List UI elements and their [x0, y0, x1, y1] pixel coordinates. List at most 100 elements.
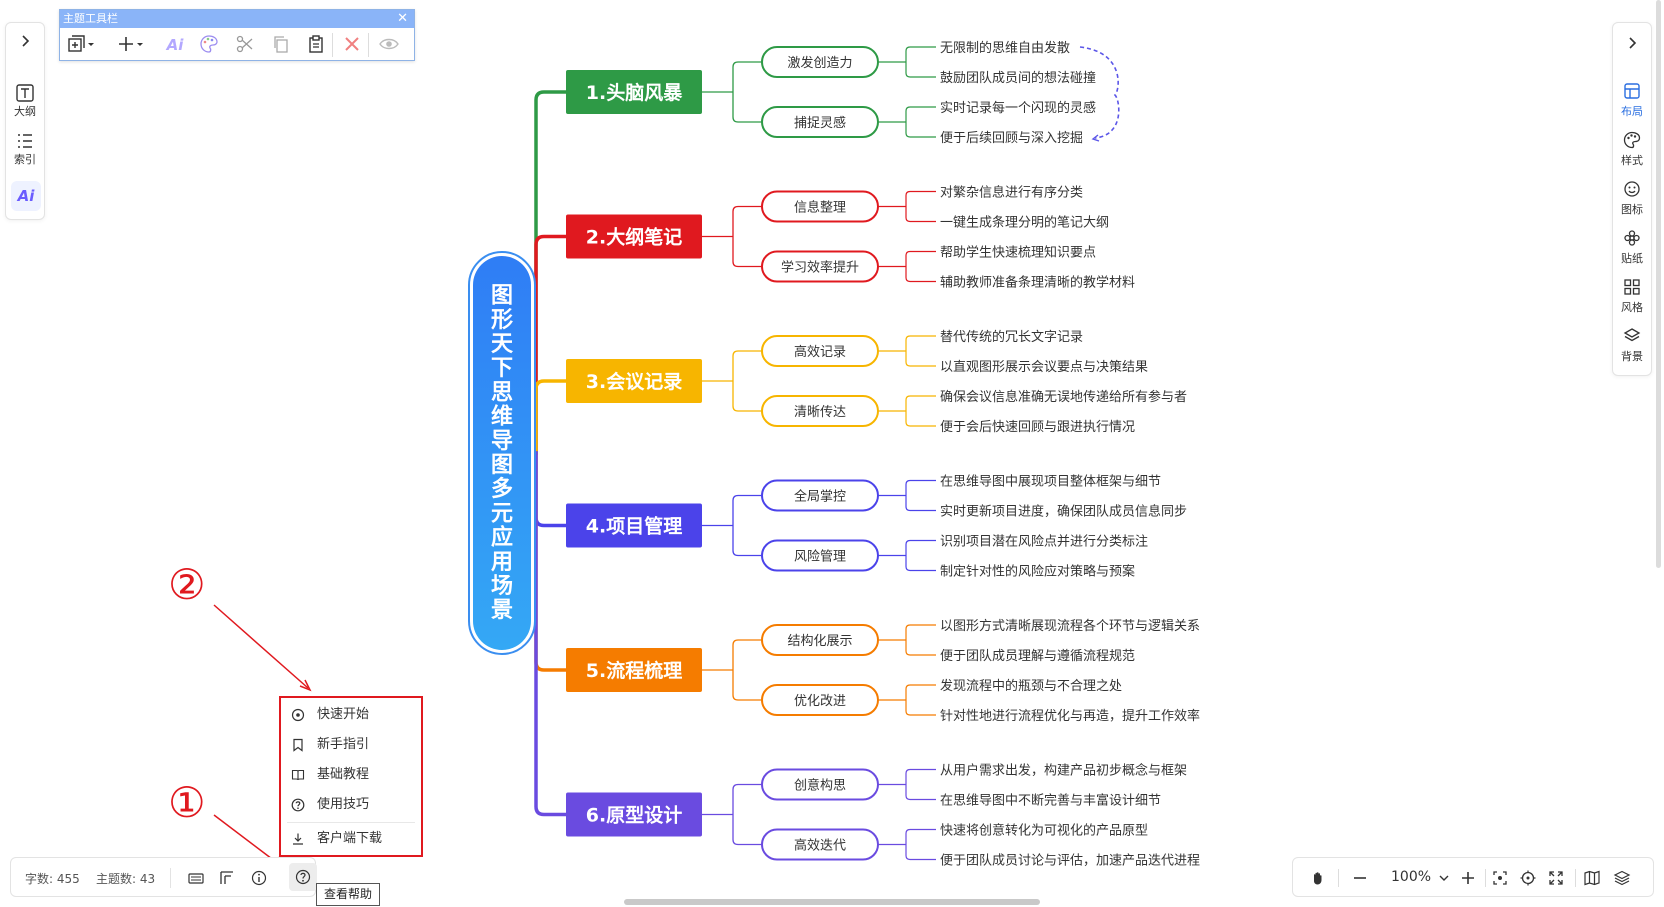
fit-screen-icon[interactable]: [1491, 869, 1509, 887]
main-branch-node[interactable]: 2.大纲笔记: [566, 214, 702, 259]
leaf-topic[interactable]: 辅助教师准备条理清晰的教学材料: [940, 275, 1135, 291]
leaf-topic[interactable]: 确保会议信息准确无误地传递给所有参与者: [940, 389, 1187, 405]
copy-button[interactable]: [270, 34, 292, 56]
main-branch-node[interactable]: 6.原型设计: [566, 792, 702, 837]
outline-button[interactable]: 大纲: [6, 83, 44, 119]
horizontal-scrollbar[interactable]: [624, 899, 1040, 905]
cut-button[interactable]: [234, 34, 256, 56]
minimap-icon[interactable]: [1583, 869, 1601, 887]
main-branch-node[interactable]: 4.项目管理: [566, 503, 702, 548]
leaf-topic[interactable]: 无限制的思维自由发散: [940, 40, 1070, 56]
ai-tool-button[interactable]: Ai: [166, 36, 184, 54]
delete-button[interactable]: [341, 34, 363, 56]
layers-icon[interactable]: [1613, 869, 1631, 887]
close-icon[interactable]: ✕: [397, 11, 408, 26]
sub-topic-node[interactable]: 风险管理: [761, 539, 879, 572]
right-panel-item-palette[interactable]: 样式: [1613, 130, 1651, 168]
leaf-connector: [905, 640, 936, 656]
leaf-topic[interactable]: 替代传统的冗长文字记录: [940, 329, 1083, 345]
sub-topic-box: [761, 335, 879, 367]
menu-item-beginner-guide[interactable]: 新手指引: [281, 730, 421, 760]
sub-topic-node[interactable]: 全局掌控: [761, 479, 879, 512]
insert-button[interactable]: [116, 34, 143, 56]
left-panel: 大纲 索引 Ai: [5, 22, 45, 220]
preview-button[interactable]: [378, 34, 400, 56]
right-panel-item-layout[interactable]: 布局: [1613, 81, 1651, 119]
central-topic-char: 景: [491, 598, 513, 623]
toolbar-divider: [332, 33, 333, 57]
leaf-topic[interactable]: 帮助学生快速梳理知识要点: [940, 245, 1096, 261]
leaf-topic[interactable]: 以直观图形展示会议要点与决策结果: [940, 359, 1148, 375]
main-branch-node[interactable]: 5.流程梳理: [566, 648, 702, 692]
sub-topic-node[interactable]: 学习效率提升: [761, 250, 879, 283]
bookmark-icon: [293, 738, 303, 752]
keyboard-icon[interactable]: [187, 869, 205, 887]
hand-pan-icon[interactable]: [1309, 869, 1327, 887]
sub-topic-node[interactable]: 高效迭代: [761, 828, 879, 861]
sub-topic-node[interactable]: 捕捉灵感: [761, 106, 879, 138]
help-button[interactable]: [289, 863, 317, 891]
main-branch-node[interactable]: 1.头脑风暴: [566, 70, 702, 114]
sub-topic-node[interactable]: 清晰传达: [761, 395, 879, 427]
index-button[interactable]: 索引: [6, 131, 44, 167]
style-button[interactable]: [198, 34, 220, 56]
leaf-topic[interactable]: 便于团队成员理解与遵循流程规范: [940, 648, 1135, 664]
leaf-topic[interactable]: 实时记录每一个闪现的灵感: [940, 100, 1096, 116]
leaf-topic[interactable]: 便于后续回顾与深入挖掘: [940, 131, 1083, 146]
right-panel-item-grid[interactable]: 风格: [1613, 277, 1651, 315]
sub-topic-node[interactable]: 结构化展示: [761, 624, 879, 656]
central-topic-char: 多: [491, 476, 513, 502]
menu-item-quick-start[interactable]: 快速开始: [281, 700, 421, 730]
connectors: [534, 46, 936, 861]
sub-topic-node[interactable]: 激发创造力: [761, 46, 879, 78]
leaf-topic[interactable]: 以图形方式清晰展现流程各个环节与逻辑关系: [940, 618, 1200, 634]
leaf-topic[interactable]: 便于团队成员讨论与评估，加速产品迭代进程: [940, 854, 1200, 869]
zoom-level[interactable]: 100%: [1391, 869, 1432, 885]
leaf-topic[interactable]: 便于会后快速回顾与跟进执行情况: [940, 420, 1135, 435]
sub-topic-box: [761, 479, 879, 512]
leaf-topic[interactable]: 识别项目潜在风险点并进行分类标注: [940, 535, 1148, 550]
leaf-topic[interactable]: 在思维导图中不断完善与丰富设计细节: [940, 793, 1161, 809]
leaf-topic[interactable]: 对繁杂信息进行有序分类: [940, 185, 1083, 201]
leaf-topic[interactable]: 鼓励团队成员间的想法碰撞: [940, 70, 1096, 86]
sub-topic-node[interactable]: 高效记录: [761, 335, 879, 367]
collapse-right-button[interactable]: [1613, 35, 1651, 53]
right-panel-item-layers[interactable]: 背景: [1613, 326, 1651, 364]
paste-button[interactable]: [305, 34, 327, 56]
leaf-topic[interactable]: 一键生成条理分明的笔记大纲: [940, 215, 1109, 231]
main-branch-label: 3.会议记录: [586, 370, 682, 393]
leaf-topic[interactable]: 发现流程中的瓶颈与不合理之处: [940, 678, 1122, 694]
right-panel-item-smiley[interactable]: 图标: [1613, 179, 1651, 217]
leaf-topic[interactable]: 针对性地进行流程优化与再造，提升工作效率: [940, 708, 1200, 724]
leaf-topic[interactable]: 实时更新项目进度，确保团队成员信息同步: [940, 504, 1187, 520]
annotation-marker-2: ②: [168, 560, 206, 609]
right-panel-item-flower[interactable]: 贴纸: [1613, 228, 1651, 266]
zoom-dropdown-chevron-icon[interactable]: [1435, 869, 1453, 887]
topic-toolbar-header[interactable]: 主题工具栏 ✕: [60, 10, 414, 28]
menu-item-basic-tutorial[interactable]: 基础教程: [281, 760, 421, 790]
sub-topic-node[interactable]: 信息整理: [761, 190, 879, 223]
sub-topic-node[interactable]: 创意构思: [761, 768, 879, 801]
fullscreen-icon[interactable]: [1547, 869, 1565, 887]
menu-item-client-download[interactable]: 客户端下载: [281, 824, 421, 854]
leaf-topic[interactable]: 在思维导图中展现项目整体框架与细节: [940, 475, 1161, 490]
add-subtopic-button[interactable]: [66, 34, 94, 56]
menu-item-tips[interactable]: 使用技巧: [281, 790, 421, 820]
sub-topic-node[interactable]: 优化改进: [761, 684, 879, 716]
locate-center-icon[interactable]: [1519, 869, 1537, 887]
main-branch-node[interactable]: 3.会议记录: [566, 359, 702, 403]
zoom-divider: [1575, 869, 1576, 887]
ai-button[interactable]: Ai: [11, 181, 41, 211]
expand-left-button[interactable]: [6, 33, 44, 49]
leaf-topic[interactable]: 制定针对性的风险应对策略与预案: [940, 564, 1135, 580]
zoom-in-icon[interactable]: [1459, 869, 1477, 887]
zoom-out-icon[interactable]: [1351, 869, 1369, 887]
central-topic-char: 形: [491, 308, 513, 333]
info-icon[interactable]: [250, 869, 268, 887]
leaf-topic[interactable]: 从用户需求出发，构建产品初步概念与框架: [940, 763, 1187, 779]
vertical-scrollbar[interactable]: [1656, 0, 1661, 568]
leaf-topic[interactable]: 快速将创意转化为可视化的产品原型: [940, 823, 1148, 839]
layout-toggle-icon[interactable]: [218, 869, 236, 887]
